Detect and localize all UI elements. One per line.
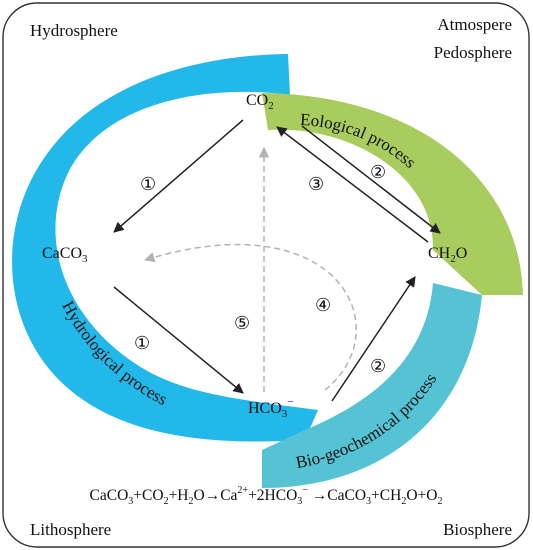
- step-2-lower: ②: [370, 356, 386, 376]
- ecological-process-band: [262, 93, 523, 295]
- ch2o-node: CH2O: [428, 245, 467, 265]
- step-2-upper: ②: [370, 162, 386, 182]
- step-1-upper: ①: [140, 174, 156, 194]
- biogeochemical-process-band: [262, 283, 482, 488]
- arrow-co2-to-ch2o: [301, 125, 441, 234]
- overall-equation: CaCO3+CO2+H2O→Ca2++2HCO3− →CaCO3+CH2O+O2: [90, 485, 443, 507]
- hydrological-process-band: [12, 54, 319, 442]
- biosphere-label: Biosphere: [443, 520, 512, 539]
- co2-node: CO2: [246, 92, 274, 112]
- pedosphere-label: Pedosphere: [434, 43, 512, 62]
- arrow-hco3-to-ch2o: [331, 276, 416, 402]
- caco3-node: CaCO3: [42, 245, 88, 265]
- arrow-co2-to-caco3: [113, 119, 244, 233]
- hco3-node: HCO3−: [248, 396, 294, 420]
- step-3: ③: [308, 174, 324, 194]
- step-4: ④: [315, 295, 331, 315]
- lithosphere-label: Lithosphere: [30, 520, 111, 539]
- dashed-arrow-hco3-to-caco3: [143, 243, 357, 391]
- atmosphere-label: Atmospere: [437, 15, 512, 34]
- arrow-caco3-to-hco3: [113, 286, 244, 394]
- arrow-ch2o-to-co2: [276, 126, 429, 243]
- step-1-lower: ①: [134, 333, 150, 353]
- step-5: ⑤: [234, 313, 250, 333]
- hydrosphere-label: Hydrosphere: [30, 21, 118, 40]
